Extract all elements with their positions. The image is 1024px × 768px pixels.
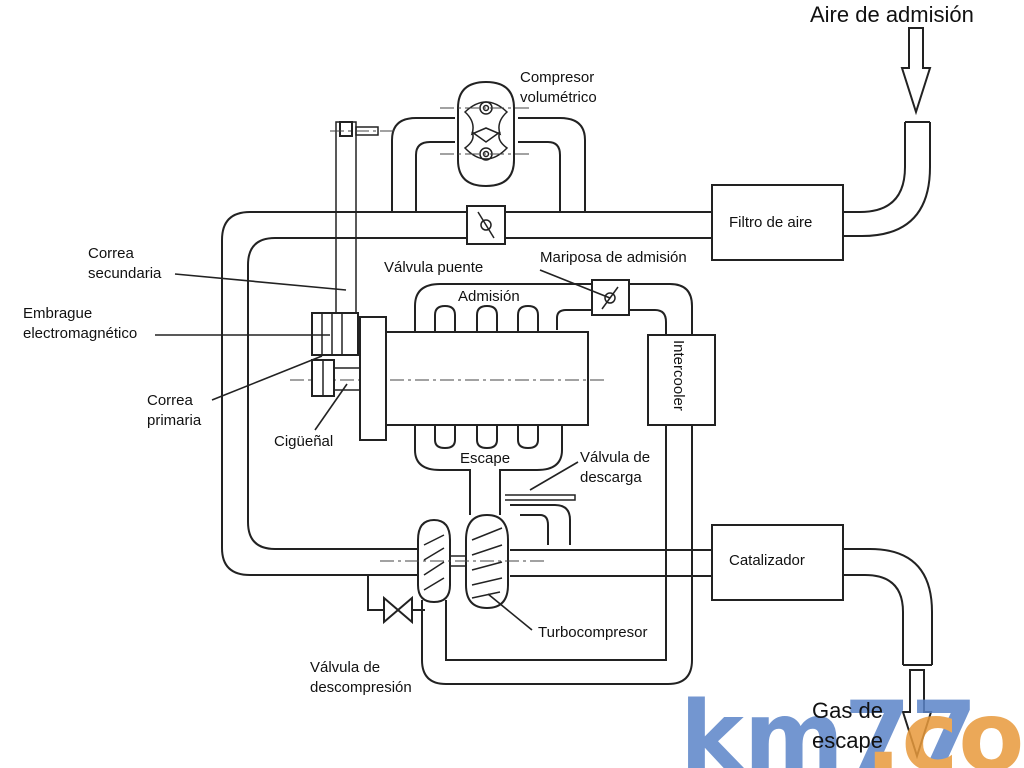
label-primary-belt-2: primaria — [147, 412, 202, 429]
label-wastegate-1: Válvula de — [580, 449, 650, 466]
label-wastegate-2: descarga — [580, 469, 642, 486]
label-air-intake: Aire de admisión — [810, 2, 974, 27]
label-blowoff-1: Válvula de — [310, 659, 380, 676]
air-filter-box — [711, 184, 844, 261]
engine-block — [385, 331, 589, 426]
watermark-km77: km77 — [680, 681, 977, 768]
intake-pipes — [221, 117, 933, 685]
label-supercharger-1: Compresor — [520, 69, 594, 86]
label-bypass-valve: Válvula puente — [384, 259, 483, 276]
watermark-com: .com — [865, 681, 1024, 768]
exhaust-arrow — [901, 669, 933, 760]
label-intercooler: Intercooler — [670, 340, 687, 411]
bypass-valve-symbol — [466, 205, 506, 245]
label-air-filter: Filtro de aire — [729, 214, 812, 231]
label-secondary-belt-2: secundaria — [88, 265, 162, 282]
watermark-logo: km77 .com — [680, 681, 1024, 768]
label-throttle: Mariposa de admisión — [540, 249, 687, 266]
belt-drive — [311, 121, 395, 397]
label-supercharger-2: volumétrico — [520, 89, 597, 106]
leader-lines — [155, 269, 611, 631]
supercharger — [440, 80, 532, 188]
label-exhaust-gas-2: escape — [812, 728, 883, 753]
intercooler-box — [647, 334, 716, 426]
blowoff-valve-symbol — [383, 595, 413, 625]
label-clutch-2: electromagnético — [23, 325, 137, 342]
label-primary-belt-1: Correa — [147, 392, 194, 409]
label-secondary-belt-1: Correa — [88, 245, 135, 262]
intake-arrow — [900, 27, 932, 116]
label-blowoff-2: descompresión — [310, 679, 412, 696]
turbocharger — [380, 513, 545, 610]
label-catalyst: Catalizador — [729, 552, 805, 569]
label-exhaust-manifold: Escape — [460, 450, 510, 467]
label-exhaust-gas-1: Gas de — [812, 698, 883, 723]
crank-pulley-plate — [359, 316, 387, 441]
throttle-valve-symbol — [591, 279, 630, 316]
label-intake-manifold: Admisión — [458, 288, 520, 305]
label-clutch-1: Embrague — [23, 305, 92, 322]
label-crankshaft: Cigüeñal — [274, 433, 333, 450]
catalyzer-box — [711, 524, 844, 601]
label-turbocharger: Turbocompresor — [538, 624, 647, 641]
